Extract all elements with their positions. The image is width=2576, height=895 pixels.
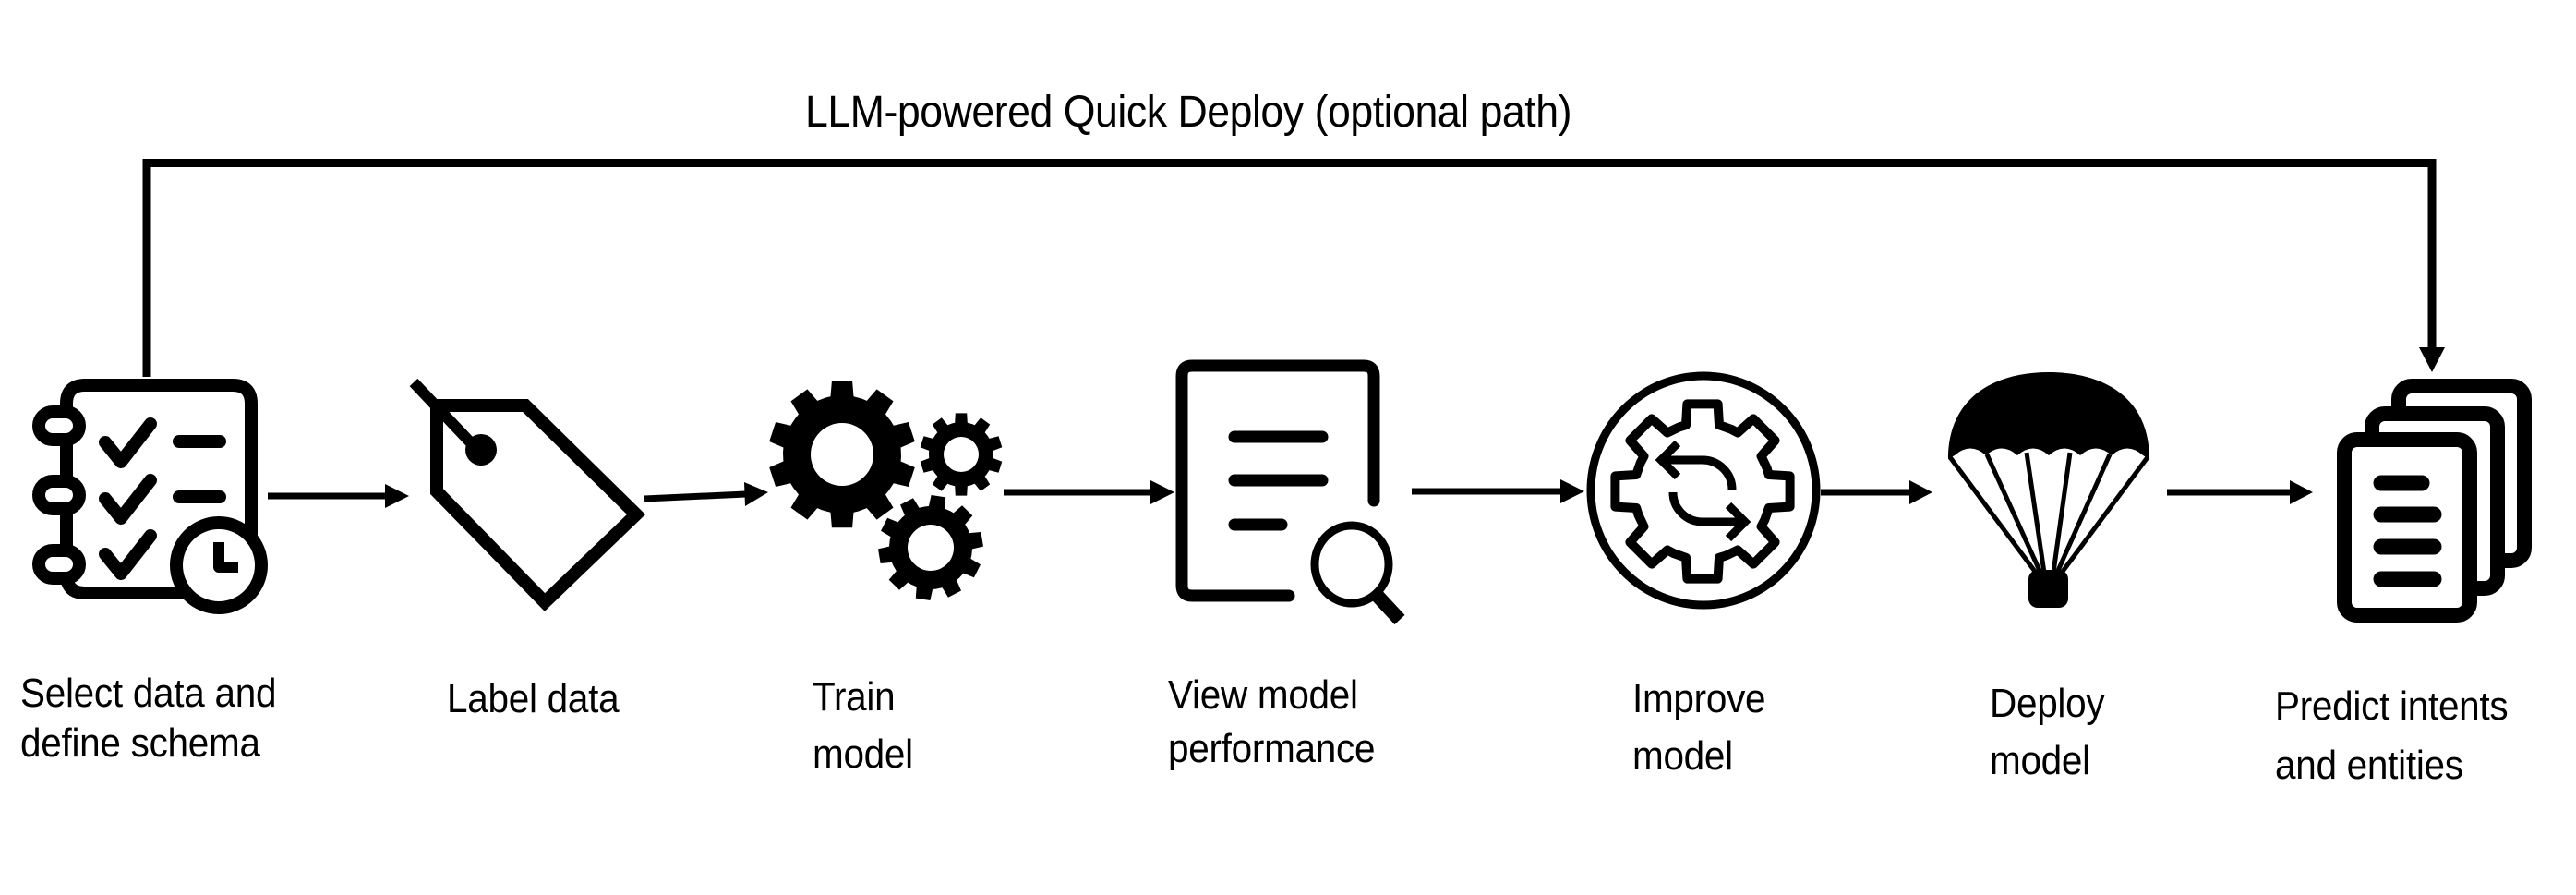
step-label-deploy: Deploy model [1990, 675, 2105, 790]
parachute-lines [1947, 452, 2150, 574]
tag-icon [409, 378, 646, 611]
refresh-arrowhead-bottom [1725, 502, 1751, 542]
step-label-label-data: Label data [447, 672, 620, 726]
step-label-line: Improve [1632, 676, 1766, 721]
step-label-line: Deploy [1990, 681, 2105, 726]
refresh-arrow-bottom [1668, 491, 1745, 526]
large-gear [769, 381, 915, 528]
step-label-train: Train model [813, 669, 913, 783]
checklist-clock-icon [32, 379, 268, 614]
flow-arrow [268, 484, 409, 508]
parachute-canopy [1948, 372, 2149, 459]
gear-refresh-icon [1586, 371, 1821, 610]
step-label-line: performance [1168, 726, 1376, 771]
step-label-view-performance: View model performance [1168, 669, 1375, 776]
step-label-line: model [1632, 733, 1733, 779]
step-label-line: Predict intents [2275, 683, 2509, 729]
stacked-documents-icon [2337, 379, 2532, 623]
step-label-line: Train [813, 674, 896, 720]
step-label-predict: Predict intents and entities [2275, 677, 2509, 795]
gear-outline [1610, 399, 1795, 584]
quick-deploy-arrowhead [2419, 347, 2445, 372]
refresh-arrow-top [1662, 455, 1737, 490]
quick-deploy-line [142, 159, 2437, 377]
step-label-select-data: Select data and define schema [20, 669, 276, 768]
refresh-arrowhead-top [1655, 440, 1681, 480]
step-label-line: define schema [20, 720, 260, 766]
step-label-line: and entities [2275, 743, 2463, 788]
flow-arrow [1004, 480, 1174, 504]
quick-deploy-connector [142, 159, 2437, 377]
medium-gear [878, 495, 983, 600]
flow-arrow [1821, 480, 1932, 504]
step-label-line: Label data [447, 676, 620, 721]
step-label-line: model [813, 732, 913, 777]
step-label-improve: Improve model [1632, 671, 1766, 785]
flow-arrow [644, 482, 768, 506]
step-label-line: View model [1168, 672, 1358, 718]
small-gear [920, 413, 1003, 496]
gears-icon [769, 381, 1003, 600]
flow-arrow [2167, 480, 2313, 504]
flow-arrow [1412, 479, 1584, 503]
parachute-icon [1947, 372, 2150, 608]
quick-deploy-label: LLM-powered Quick Deploy (optional path) [805, 88, 1571, 137]
parachute-payload [2028, 570, 2068, 608]
step-label-line: Select data and [20, 671, 277, 716]
step-label-line: model [1990, 738, 2090, 783]
document-search-icon [1175, 359, 1405, 625]
